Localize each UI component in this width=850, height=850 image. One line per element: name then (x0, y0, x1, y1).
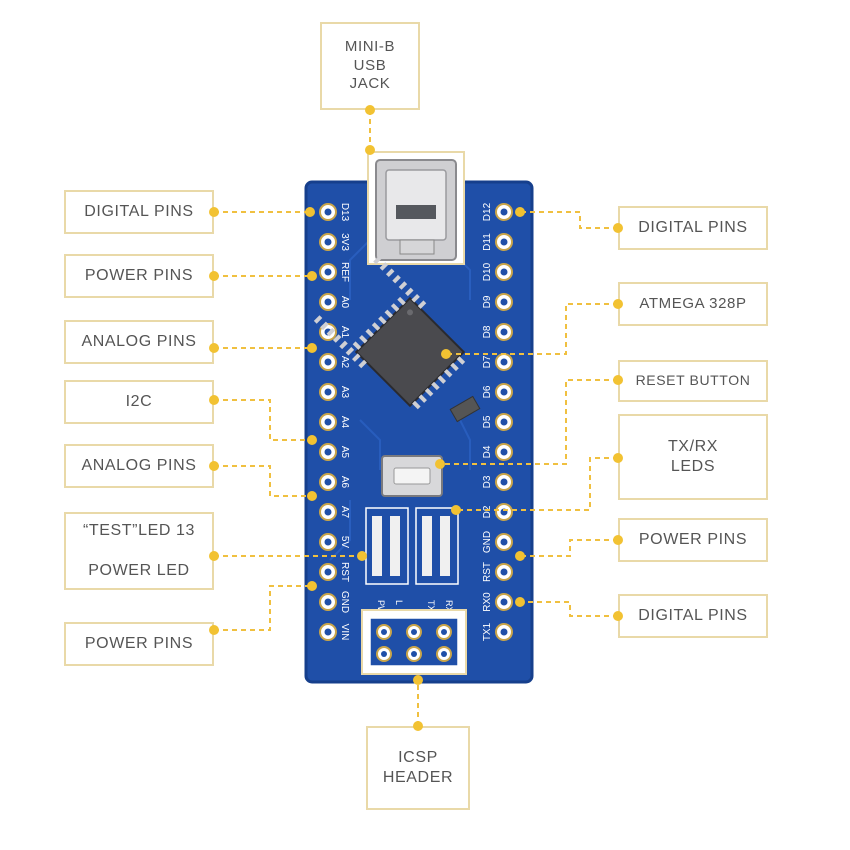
pin-label-a3: A3 (339, 386, 350, 399)
pin-label-a6: A6 (339, 476, 350, 489)
pin-label-d6: D6 (482, 385, 493, 398)
pin-label-d5: D5 (482, 415, 493, 428)
pin-label-a4: A4 (339, 416, 350, 429)
label-power-pins-right: POWER PINS (618, 518, 768, 562)
label-analog-pins-left-2: ANALOG PINS (64, 444, 214, 488)
pin-label-ref: REF (339, 262, 350, 282)
pin-label-d11: D11 (482, 233, 493, 251)
pin-label-d10: D10 (482, 262, 493, 281)
pin-label-a0: A0 (339, 296, 350, 309)
pin-label-a5: A5 (339, 446, 350, 459)
label-icsp-header: ICSP HEADER (366, 726, 470, 810)
led-group: PWR L TX RX (365, 507, 459, 621)
label-power-pins-left-2: POWER PINS (64, 622, 214, 666)
label-tx-rx-leds: TX/RX LEDS (618, 414, 768, 500)
usb-mini-b-icon (367, 151, 465, 265)
pin-label-tx1: TX1 (482, 622, 493, 641)
led-label-rx: RX (444, 600, 454, 613)
pin-label-d12: D12 (482, 202, 493, 221)
led-label-tx: TX (426, 600, 436, 612)
pin-label-5v: 5V (339, 536, 350, 549)
pin-header-icon (361, 609, 467, 675)
pin-label-vin: VIN (339, 624, 350, 641)
pin-label-d2: D2 (482, 505, 493, 518)
callout-lines (214, 110, 618, 726)
pin-label-d7: D7 (482, 355, 493, 368)
label-digital-pins-top-left: DIGITAL PINS (64, 190, 214, 234)
pin-label-a1: A1 (339, 326, 350, 339)
regulator-chip (449, 395, 481, 423)
pin-label-rx0: RX0 (482, 592, 493, 612)
label-mini-b-usb-jack: MINI-B USB JACK (320, 22, 420, 110)
pin-label-gnd: GND (339, 591, 350, 613)
left-pin-header (319, 203, 337, 641)
pin-label-rst: RST (482, 562, 493, 582)
pin-label-3v3: 3V3 (339, 233, 350, 251)
pin-label-d8: D8 (482, 325, 493, 338)
label-digital-pins-right-1: DIGITAL PINS (618, 206, 768, 250)
pin-label-rst: RST (339, 562, 350, 582)
label-test-led-power-led: “TEST”LED 13 POWER LED (64, 512, 214, 590)
pin-label-d13: D13 (339, 203, 350, 222)
pin-label-d3: D3 (482, 475, 493, 488)
led-label-l: L (394, 600, 404, 605)
pin-label-gnd: GND (482, 531, 493, 553)
push-button-icon (381, 455, 443, 497)
label-power-pins-left-1: POWER PINS (64, 254, 214, 298)
pin-label-d9: D9 (482, 295, 493, 308)
pin-label-a2: A2 (339, 356, 350, 369)
qfp-chip-icon (313, 255, 466, 410)
label-i2c: I2C (64, 380, 214, 424)
right-pin-header (495, 203, 513, 641)
label-analog-pins-left-1: ANALOG PINS (64, 320, 214, 364)
pin-label-d4: D4 (482, 445, 493, 458)
callout-dots (209, 105, 623, 731)
pin-label-a7: A7 (339, 506, 350, 519)
label-digital-pins-right-2: DIGITAL PINS (618, 594, 768, 638)
